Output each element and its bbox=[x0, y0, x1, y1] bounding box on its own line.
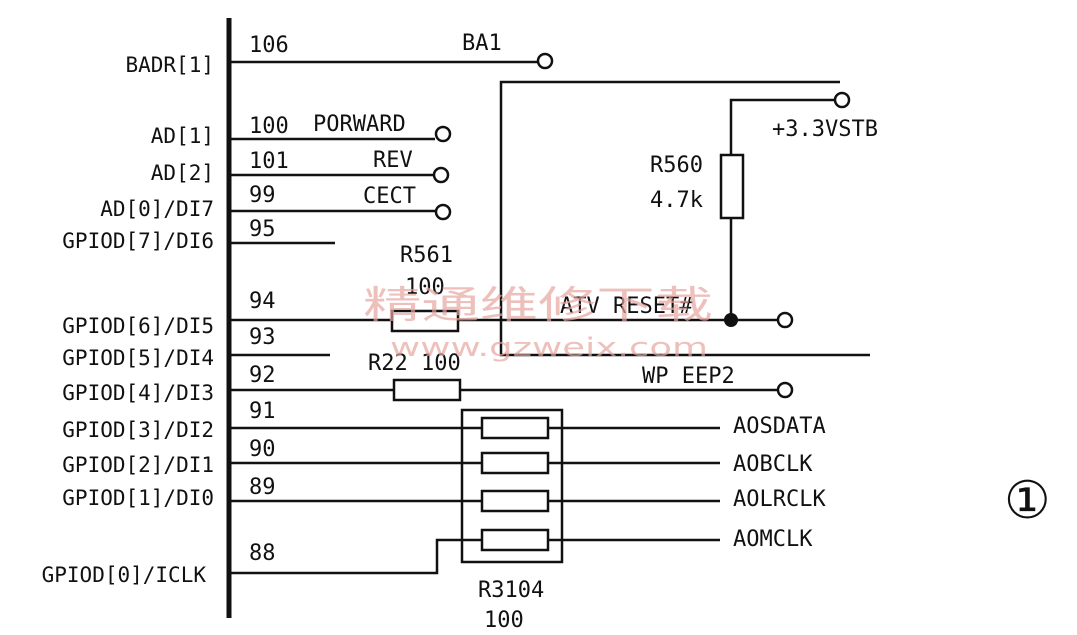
wire-loop-frame bbox=[499, 80, 870, 357]
resistor-network-r3104 bbox=[460, 408, 564, 564]
terminal-forward bbox=[434, 125, 452, 143]
signal-gpiod2-di1: GPIOD[2]/DI1 bbox=[62, 453, 214, 477]
signal-gpiod3-di2: GPIOD[3]/DI2 bbox=[62, 418, 214, 442]
pin-91: 91 bbox=[249, 399, 276, 424]
resistor-r3104-a bbox=[480, 416, 550, 440]
resistor-r3104-b bbox=[480, 451, 550, 475]
pin-106: 106 bbox=[249, 33, 289, 58]
watermark-url: www.gzweix.com bbox=[390, 333, 708, 363]
label-r22: R22 100 bbox=[368, 351, 461, 376]
pin-88: 88 bbox=[249, 541, 276, 566]
label-r560: R560 bbox=[650, 153, 703, 178]
label-aosdata: AOSDATA bbox=[733, 414, 826, 439]
label-r561: R561 bbox=[400, 243, 453, 268]
terminal-atv-reset bbox=[776, 311, 794, 329]
signal-gpiod7-di6: GPIOD[7]/DI6 bbox=[62, 229, 214, 253]
signal-gpiod6-di5: GPIOD[6]/DI5 bbox=[62, 314, 214, 338]
pin-95: 95 bbox=[249, 217, 276, 242]
terminal-rev bbox=[432, 166, 450, 184]
signal-ad1: AD[1] bbox=[151, 124, 214, 148]
figure-number: ① bbox=[1004, 471, 1051, 531]
label-vstb: +3.3VSTB bbox=[772, 117, 878, 142]
wire-pin88 bbox=[229, 538, 482, 575]
label-aomclk: AOMCLK bbox=[733, 527, 813, 552]
signal-gpiod5-di4: GPIOD[5]/DI4 bbox=[62, 346, 214, 370]
signal-ad2: AD[2] bbox=[151, 161, 214, 185]
pin-90: 90 bbox=[249, 437, 276, 462]
signal-gpiod4-di3: GPIOD[4]/DI3 bbox=[62, 381, 214, 405]
resistor-r22 bbox=[392, 378, 462, 402]
pin-99: 99 bbox=[249, 183, 276, 208]
watermark-cn: 精通维修下载 bbox=[363, 283, 713, 327]
signal-gpiod1-di0: GPIOD[1]/DI0 bbox=[62, 486, 214, 510]
signal-badr1: BADR[1] bbox=[125, 53, 214, 77]
pin-89: 89 bbox=[249, 475, 276, 500]
signal-ad0-di7: AD[0]/DI7 bbox=[100, 197, 214, 221]
resistor-r3104-c bbox=[480, 489, 550, 513]
signal-gpiod0-iclk: GPIOD[0]/ICLK bbox=[42, 563, 207, 587]
pin-101: 101 bbox=[249, 149, 289, 174]
label-r560-value: 4.7k bbox=[650, 188, 703, 213]
label-r3104: R3104 bbox=[478, 578, 544, 603]
label-rev: REV bbox=[373, 148, 413, 173]
label-cect: CECT bbox=[363, 184, 416, 209]
pin-92: 92 bbox=[249, 363, 276, 388]
pin-94: 94 bbox=[249, 289, 276, 314]
resistor-r560 bbox=[719, 153, 745, 220]
label-aolrclk: AOLRCLK bbox=[733, 487, 826, 512]
pin-100: 100 bbox=[249, 114, 289, 139]
resistor-r3104-d bbox=[480, 528, 550, 552]
terminal-ba1 bbox=[536, 52, 554, 70]
terminal-cect bbox=[434, 203, 452, 221]
label-r3104-value: 100 bbox=[484, 608, 524, 633]
label-r561-value: 100 bbox=[405, 275, 445, 300]
label-aobclk: AOBCLK bbox=[733, 452, 813, 477]
terminal-wp-eep2 bbox=[776, 381, 794, 399]
wire-r560-vstb bbox=[729, 98, 834, 320]
label-wp-eep2: WP EEP2 bbox=[642, 364, 735, 389]
pin-93: 93 bbox=[249, 325, 276, 350]
label-ba1: BA1 bbox=[462, 31, 502, 56]
label-forward: PORWARD bbox=[313, 112, 406, 137]
terminal-vstb bbox=[833, 91, 851, 109]
label-atv-reset: ATV RESET# bbox=[560, 294, 693, 319]
